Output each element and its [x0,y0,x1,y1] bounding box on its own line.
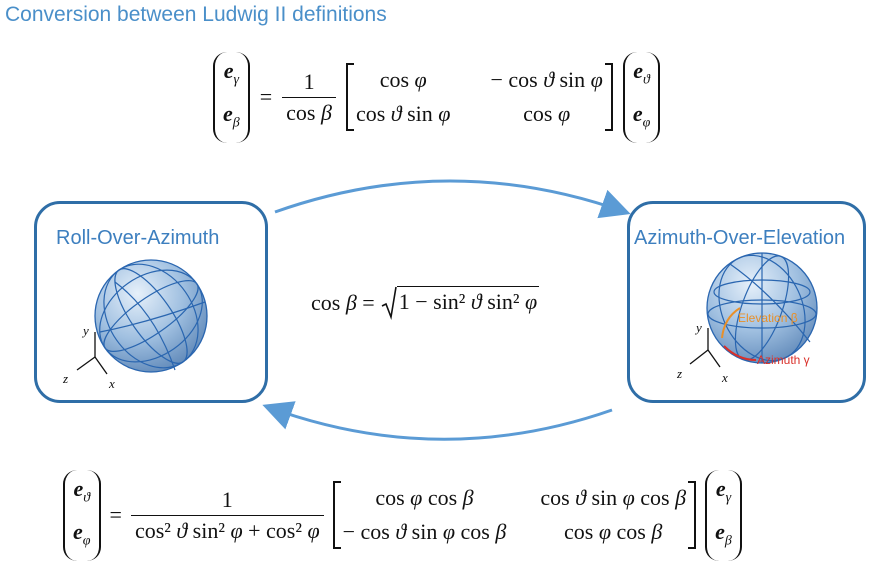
right-sphere-figure: Elevation β Azimuth γ y z x [676,252,818,385]
bottom-arrow [262,401,613,441]
top-rhs-vector: eϑ eφ [622,52,661,143]
top-lhs-vector: eγ eβ [213,52,250,143]
bottom-fraction: 1 cos² ϑ sin² φ + cos² φ [130,487,324,544]
bottom-matrix: cos φ cos β cos ϑ sin φ cos β − cos ϑ si… [332,481,697,550]
top-matrix: cos φ − cos ϑ sin φ cos ϑ sin φ cos φ [345,63,613,132]
top-equation: eγ eβ = 1 cos β cos φ − cos ϑ sin φ cos … [213,52,661,143]
right-axis-y: y [694,320,702,335]
left-sphere-figure: y z x [62,259,208,391]
right-panel [627,201,866,403]
left-axis-x: x [108,376,115,391]
bottom-equation: eϑ eφ = 1 cos² ϑ sin² φ + cos² φ cos φ c… [63,470,742,561]
right-axis-x: x [721,370,728,385]
right-axis-triad [689,328,721,368]
left-axis-triad [76,332,108,375]
left-axis-z: z [62,371,68,386]
left-axis-y: y [81,323,89,338]
right-axis-z: z [676,366,682,381]
top-arrow [274,179,631,219]
top-fraction: 1 cos β [282,69,336,126]
sqrt-sign [381,286,397,320]
elevation-arc [721,307,741,339]
azimuth-arc [723,345,757,361]
azimuth-label: Azimuth γ [757,353,810,367]
left-panel-title: Roll-Over-Azimuth [56,227,220,249]
elevation-label: Elevation β [738,311,798,325]
bottom-rhs-vector: eγ eβ [705,470,742,561]
right-panel-title: Azimuth-Over-Elevation [634,227,846,249]
bottom-lhs-vector: eϑ eφ [63,470,101,561]
page-title: Conversion between Ludwig II definitions [5,3,387,26]
center-equation: cos β = 1 − sin² ϑ sin² φ [311,285,540,320]
